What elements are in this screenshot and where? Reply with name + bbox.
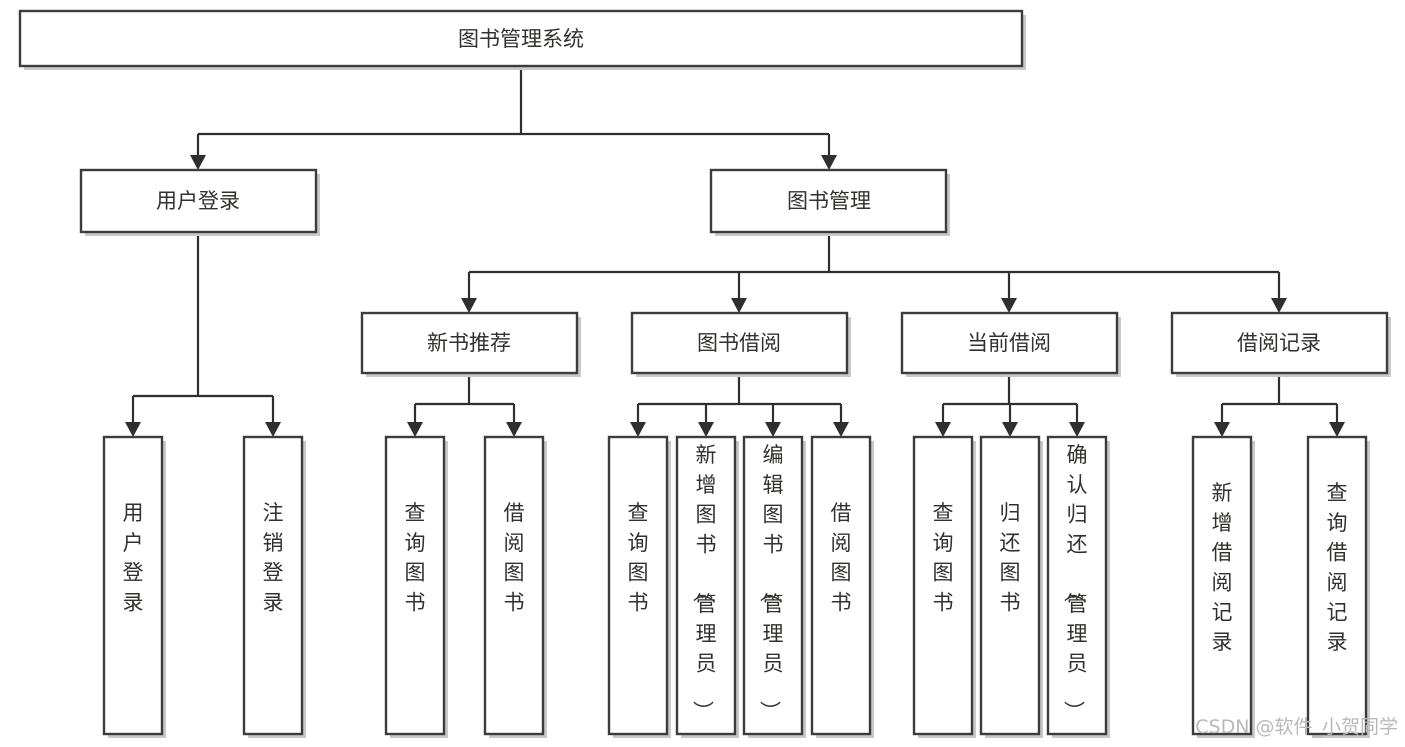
leaf-query-book-current[interactable]: 查询图书	[912, 435, 976, 738]
arrow-to-logout-leaf	[265, 422, 281, 437]
arrow-to-user-login-leaf	[125, 422, 141, 437]
node-new-book-recommend[interactable]: 新书推荐	[360, 311, 581, 377]
leaf-confirm-return-admin[interactable]: 确认归还（管理员）	[1046, 435, 1110, 738]
leaf-borrow-book-newbook-label: 借阅图书	[504, 501, 525, 614]
leaf-query-book-borrow-label: 查询图书	[628, 501, 649, 614]
leaf-add-book-admin[interactable]: 新增图书（管理员）	[675, 435, 739, 738]
arrow-borrow-c3	[765, 422, 781, 437]
arrow-borrow-c2	[698, 422, 714, 437]
leaf-query-borrow-record[interactable]: 查询借阅记录	[1306, 435, 1370, 738]
leaf-query-book-newbook[interactable]: 查询图书	[384, 435, 448, 738]
leaf-borrow-book-borrow-label: 借阅图书	[831, 501, 852, 614]
leaf-query-book-newbook-label: 查询图书	[405, 501, 426, 614]
leaf-edit-book-admin-label: 编辑图书（管理员）	[758, 443, 784, 722]
arrow-root-to-user-login	[190, 155, 206, 170]
arrow-current-c3	[1069, 422, 1085, 437]
leaf-borrow-book-borrow[interactable]: 借阅图书	[810, 435, 874, 738]
arrow-to-current	[1001, 298, 1017, 313]
node-book-borrow[interactable]: 图书借阅	[630, 311, 851, 377]
leaf-query-book-borrow[interactable]: 查询图书	[607, 435, 671, 738]
leaf-logout-label: 注销登录	[263, 501, 284, 614]
arrow-to-borrow	[731, 298, 747, 313]
leaf-logout[interactable]: 注销登录	[242, 435, 306, 738]
arrow-newbook-c2	[506, 422, 522, 437]
node-book-borrow-label: 图书借阅	[697, 331, 781, 355]
connector-layer	[125, 66, 1345, 437]
csdn-watermark: CSDN @软件_小贺同学	[1195, 716, 1398, 738]
leaf-return-book-label: 归还图书	[1000, 501, 1021, 614]
leaf-user-login[interactable]: 用户登录	[102, 435, 166, 738]
arrow-newbook-c1	[407, 422, 423, 437]
node-current-borrow-label: 当前借阅	[967, 331, 1051, 355]
arrow-to-newbook	[461, 298, 477, 313]
node-borrow-record-label: 借阅记录	[1237, 331, 1321, 355]
node-new-book-recommend-label: 新书推荐	[427, 331, 511, 355]
leaf-add-book-admin-label: 新增图书（管理员）	[691, 443, 717, 722]
leaf-return-book[interactable]: 归还图书	[979, 435, 1043, 738]
leaf-confirm-return-admin-label: 确认归还（管理员）	[1062, 443, 1088, 722]
node-current-borrow[interactable]: 当前借阅	[900, 311, 1121, 377]
node-root-book-management-system[interactable]: 图书管理系统	[18, 9, 1026, 70]
arrow-borrow-c1	[630, 422, 646, 437]
arrow-record-c1	[1214, 422, 1230, 437]
arrow-to-record	[1271, 298, 1287, 313]
leaf-user-login-label: 用户登录	[123, 501, 144, 614]
arrow-record-c2	[1329, 422, 1345, 437]
arrow-current-c2	[1002, 422, 1018, 437]
node-user-login[interactable]: 用户登录	[79, 168, 320, 236]
node-borrow-record[interactable]: 借阅记录	[1170, 311, 1391, 377]
arrow-root-to-book-mgmt	[821, 155, 837, 170]
arrow-borrow-c4	[833, 422, 849, 437]
node-root-label: 图书管理系统	[458, 27, 584, 51]
leaf-add-borrow-record-label: 新增借阅记录	[1212, 481, 1233, 654]
leaf-edit-book-admin[interactable]: 编辑图书（管理员）	[742, 435, 806, 738]
node-book-management-label: 图书管理	[787, 189, 871, 213]
leaf-query-borrow-record-label: 查询借阅记录	[1327, 481, 1348, 654]
node-user-login-label: 用户登录	[156, 189, 240, 213]
node-book-management[interactable]: 图书管理	[709, 168, 950, 236]
arrow-current-c1	[935, 422, 951, 437]
leaf-query-book-current-label: 查询图书	[933, 501, 954, 614]
leaf-borrow-book-newbook[interactable]: 借阅图书	[483, 435, 547, 738]
leaf-add-borrow-record[interactable]: 新增借阅记录	[1191, 435, 1255, 738]
